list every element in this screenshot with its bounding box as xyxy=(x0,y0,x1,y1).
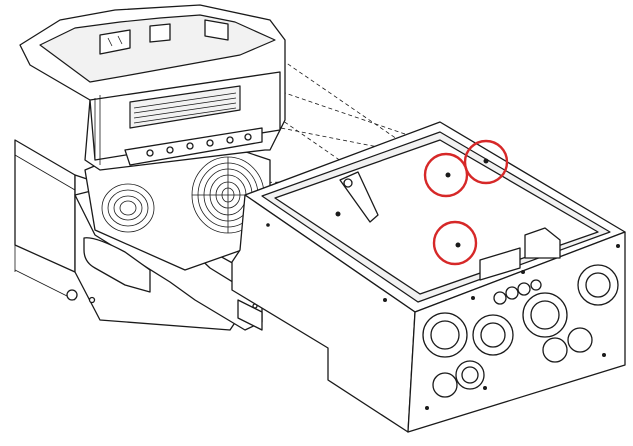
highlight-circle-screw-1 xyxy=(423,152,469,198)
highlight-circle-screw-2 xyxy=(463,139,509,185)
upper-control-module xyxy=(19,4,286,171)
main-enclosure xyxy=(231,121,626,433)
highlight-circle-screw-3 xyxy=(432,220,478,266)
highlighted-screws xyxy=(423,139,509,266)
